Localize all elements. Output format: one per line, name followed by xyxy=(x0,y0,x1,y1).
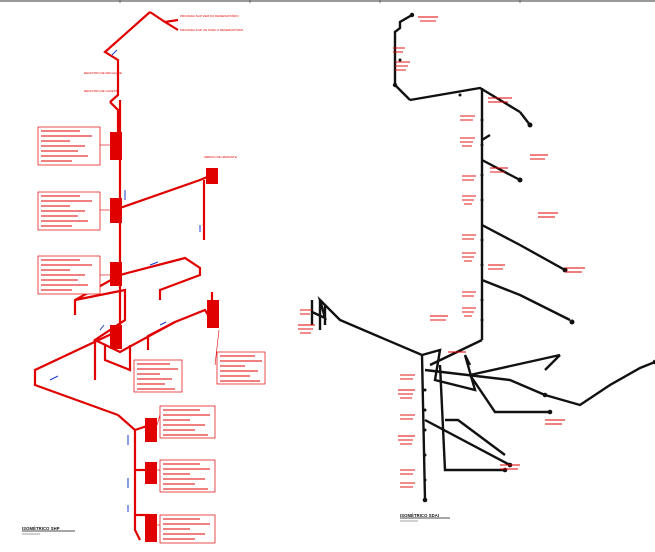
label-prumada-from-reservoir: PRUMADA SHP VEM DO RESERVATÓRIO xyxy=(180,14,239,18)
flow-arrows xyxy=(49,49,201,512)
hydrant-cabinets xyxy=(110,132,219,542)
label-abrigo-hidrante: ABRIGO DE HIDRANTE xyxy=(204,155,237,159)
sdai-annotation-lines xyxy=(298,16,585,488)
label-prumada-to-reservoir: PRUMADA SHP VAI PARA O RESERVATÓRIO xyxy=(180,28,244,32)
left-section-title: ISOMÉTRICO SHP xyxy=(22,526,60,531)
sdai-piping xyxy=(310,13,655,501)
right-section-title: ISOMÉTRICO SDAI xyxy=(400,513,440,518)
label-registro-gaveta: REGISTRO DE GAVETA xyxy=(84,89,118,93)
label-registro-recalque: REGISTRO DE RECALQUE xyxy=(84,71,123,75)
sprinkler-heads xyxy=(392,12,655,503)
annotation-text-lines xyxy=(41,130,262,540)
